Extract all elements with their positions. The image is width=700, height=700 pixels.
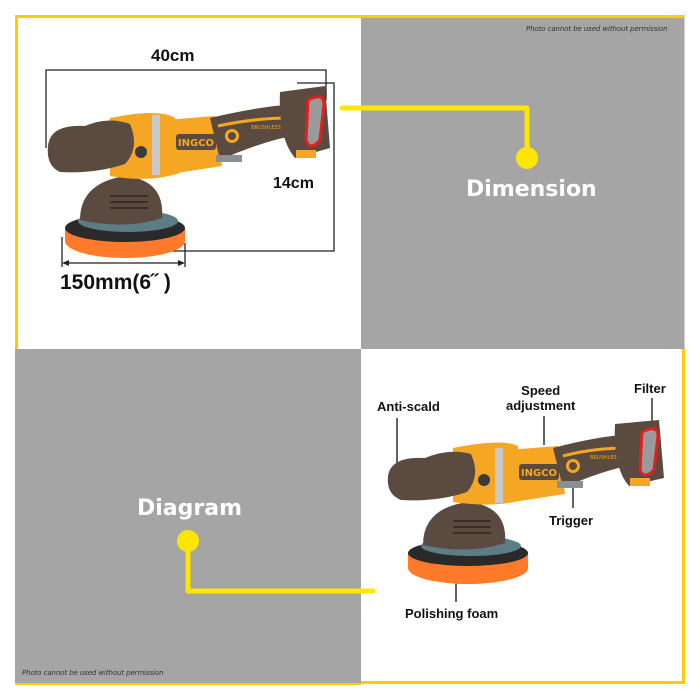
polisher-icon: INGCO BRUSHLESS: [387, 420, 664, 584]
length-label: 40cm: [151, 46, 195, 65]
polisher-icon: INGCO BRUSHLESS: [47, 86, 330, 258]
svg-text:INGCO: INGCO: [521, 468, 557, 479]
polisher-image-diagram: INGCO BRUSHLESS: [387, 420, 664, 584]
watermark-bottom: Photo cannot be used without permission: [22, 669, 164, 677]
diagram-title: Diagram: [137, 496, 243, 521]
svg-text:INGCO: INGCO: [178, 138, 214, 149]
diagram-title-panel: [15, 349, 361, 684]
dimension-title: Dimension: [466, 177, 597, 202]
diagram-connector-dot: [177, 530, 199, 552]
bottom-left-border: [15, 683, 361, 685]
height-label: 14cm: [273, 175, 314, 192]
dimension-title-panel: [361, 15, 685, 349]
polishing-foam-label: Polishing foam: [405, 606, 499, 621]
watermark-top: Photo cannot be used without permission: [526, 25, 668, 33]
top-right-edge: [684, 15, 685, 349]
anti-scald-label: Anti-scald: [377, 399, 440, 414]
svg-text:BRUSHLESS: BRUSHLESS: [590, 455, 620, 461]
diagram-connector: [177, 530, 376, 594]
dimension-photo-panel: [15, 15, 361, 349]
dimension-connector-dot: [516, 147, 538, 169]
speed-adjustment-label-line2: adjustment: [506, 398, 576, 413]
diagram-photo-panel: [361, 349, 685, 684]
speed-adjustment-label: Speed adjustment: [506, 383, 575, 413]
filter-label: Filter: [634, 381, 666, 396]
svg-text:BRUSHLESS: BRUSHLESS: [251, 125, 281, 131]
speed-adjustment-label-line1: Speed: [521, 383, 561, 398]
dimension-connector: [339, 105, 538, 169]
polisher-image-dimension: INGCO BRUSHLESS: [47, 86, 330, 258]
pad-diameter-label: 150mm(6˝ ): [60, 271, 171, 294]
trigger-label: Trigger: [549, 513, 594, 528]
